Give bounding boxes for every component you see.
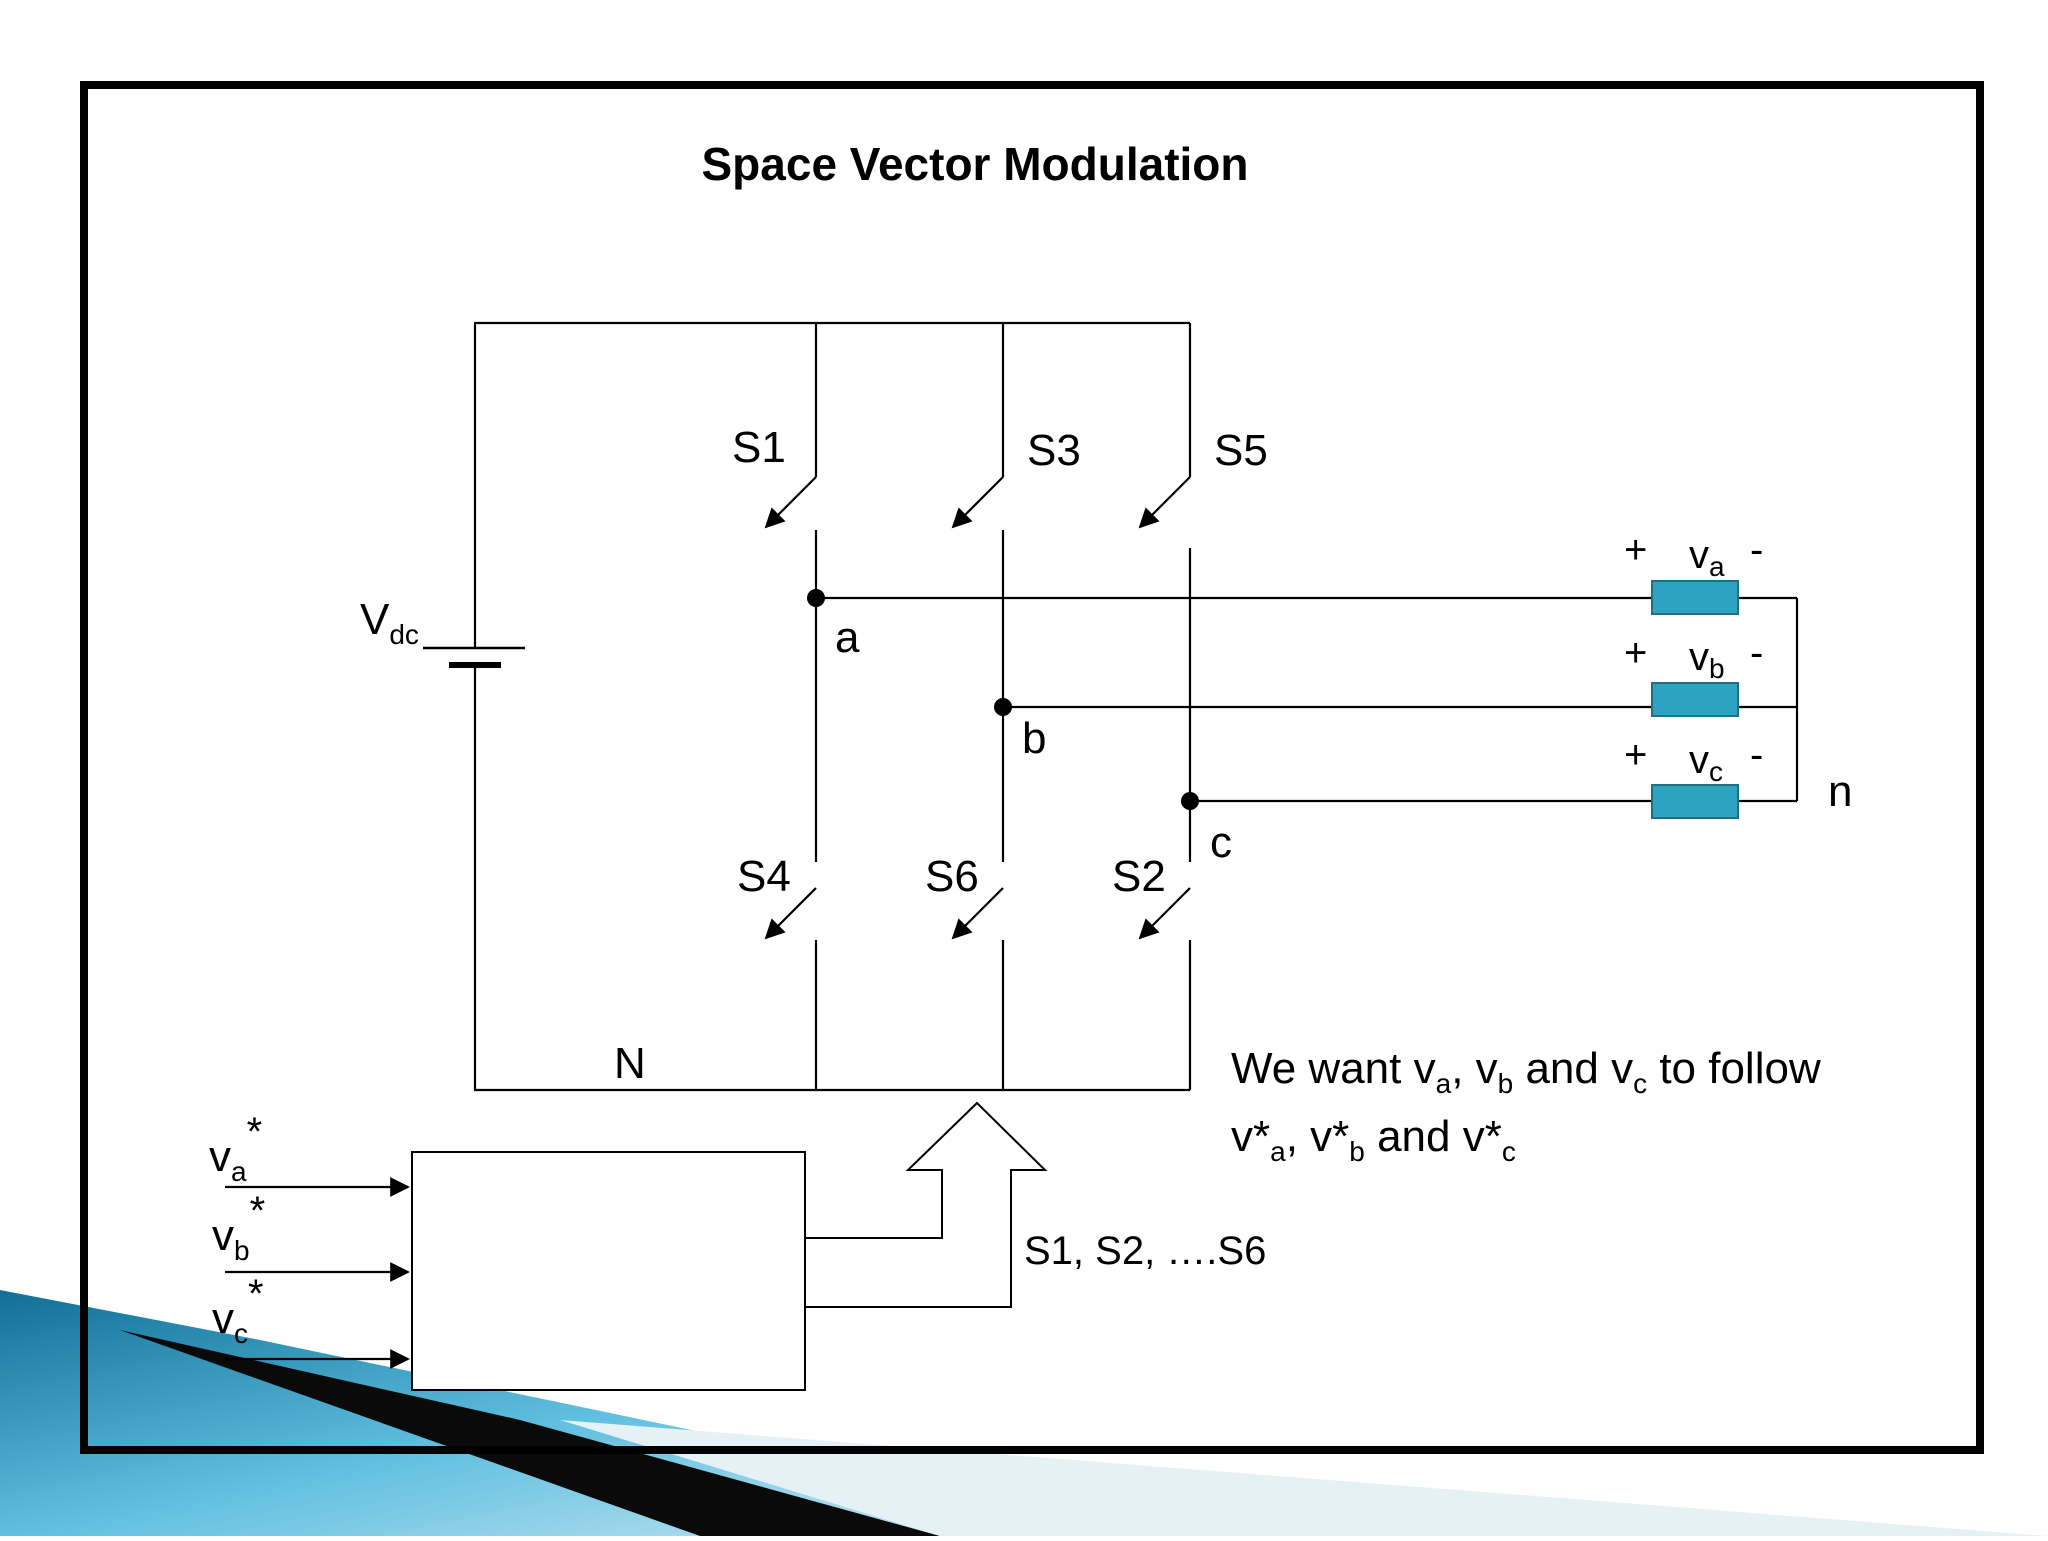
svg-text:+: +	[1624, 528, 1647, 572]
load-resistor-c	[1651, 784, 1739, 819]
svg-text:+: +	[1624, 733, 1647, 777]
statement-line-1: We want va, vb and vc to follow	[1231, 1044, 1821, 1099]
switch-label-s6: S6	[925, 852, 979, 901]
leg-a	[764, 323, 818, 1090]
gate-signal-arrow	[804, 1101, 1048, 1308]
switch-label-s3: S3	[1027, 426, 1081, 475]
load-label-c: + vc -	[1624, 733, 1763, 787]
switch-label-s5: S5	[1214, 426, 1268, 475]
svg-text:va: va	[1689, 533, 1725, 582]
vdc-label: Vdc	[360, 595, 419, 650]
node-label-c: c	[1210, 818, 1232, 867]
node-label-b: b	[1022, 714, 1046, 763]
load-resistor-a	[1651, 580, 1739, 615]
battery-symbol	[423, 646, 525, 668]
node-label-N: N	[614, 1039, 646, 1088]
node-label-a: a	[835, 613, 860, 662]
load-label-b: + vb -	[1624, 631, 1763, 684]
svg-text:+: +	[1624, 631, 1647, 675]
svg-text:vc: vc	[1689, 738, 1723, 787]
modulator-block	[411, 1151, 806, 1391]
svg-text:vb: vb	[1689, 635, 1725, 684]
ref-label-vc: vc*	[212, 1272, 264, 1349]
switch-label-s1: S1	[732, 423, 786, 472]
gate-signals-label: S1, S2, ….S6	[1024, 1229, 1266, 1273]
reference-input-arrows	[225, 1177, 410, 1369]
corner-wedge-decoration	[0, 1290, 2048, 1536]
leg-b	[951, 323, 1005, 1090]
svg-text:-: -	[1750, 631, 1763, 675]
node-a-dot	[807, 589, 825, 607]
dc-bus-wires	[473, 321, 1190, 1092]
slide-frame	[80, 81, 1984, 1454]
statement-line-2: v*a, v*b and v*c	[1231, 1112, 1516, 1167]
page-title: Space Vector Modulation	[702, 138, 1249, 190]
switch-label-s4: S4	[737, 852, 791, 901]
switch-label-s2: S2	[1112, 852, 1166, 901]
svg-text:-: -	[1750, 528, 1763, 572]
node-b-dot	[994, 698, 1012, 716]
node-label-n: n	[1828, 767, 1852, 816]
load-label-a: + va -	[1624, 528, 1763, 582]
svg-text:-: -	[1750, 733, 1763, 777]
ref-label-vb: vb*	[212, 1189, 265, 1266]
phase-wires	[816, 596, 1799, 803]
load-resistor-b	[1651, 682, 1739, 717]
node-c-dot	[1181, 792, 1199, 810]
ref-label-va: va*	[209, 1110, 262, 1187]
